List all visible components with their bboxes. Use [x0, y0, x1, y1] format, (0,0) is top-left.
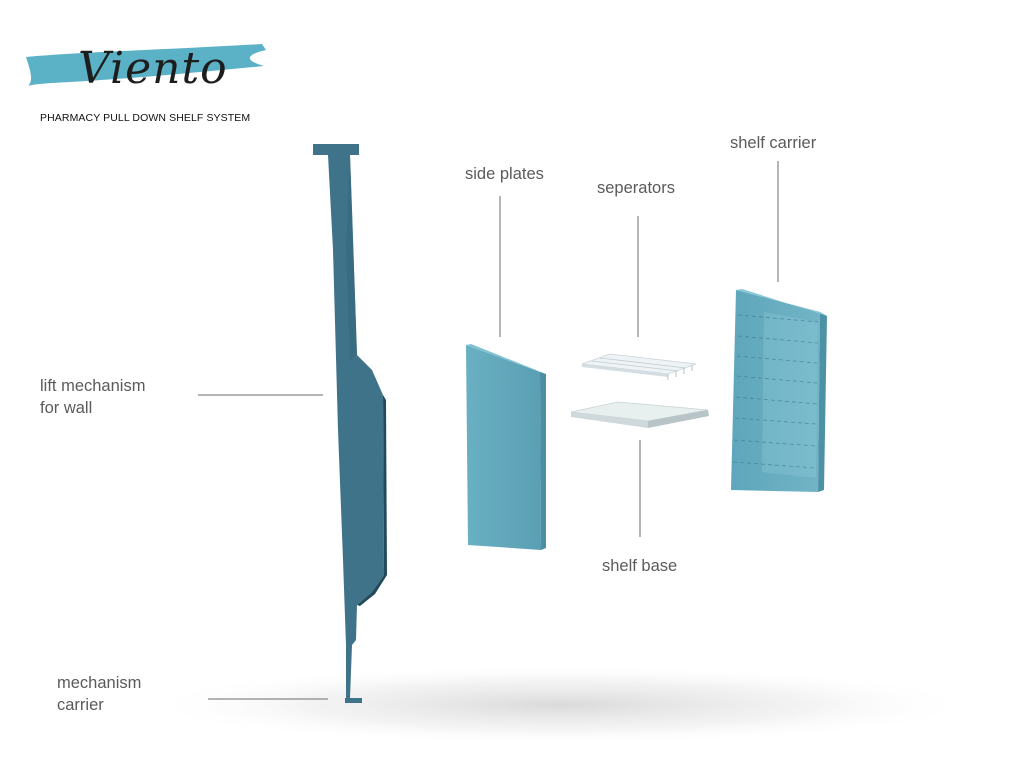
- label-lift-mechanism-line2: for wall: [40, 399, 93, 417]
- label-shelf-carrier: shelf carrier: [730, 134, 817, 152]
- label-side-plates: side plates: [465, 165, 544, 183]
- seperators-part: [581, 353, 697, 380]
- label-shelf-base: shelf base: [602, 557, 678, 575]
- shelf-carrier-part: [731, 289, 827, 492]
- label-mechanism-carrier: mechanism carrier: [57, 672, 141, 716]
- side-plate-part: [466, 344, 546, 550]
- label-lift-mechanism-line1: lift mechanism: [40, 377, 146, 395]
- brand-wordmark: Viento: [78, 43, 228, 94]
- shelf-base-side: [648, 410, 709, 428]
- side-plate-top: [466, 344, 546, 374]
- shelf-carrier-face: [731, 290, 820, 492]
- shelf-base-part: [570, 401, 709, 428]
- floor-shadow: [140, 665, 980, 745]
- mechanism-foot: [345, 698, 362, 703]
- label-lift-mechanism: lift mechanism for wall: [40, 375, 145, 419]
- mechanism-top-bar: [313, 144, 359, 155]
- shelf-carrier-panel: [762, 312, 818, 478]
- label-mechanism-carrier-line1: mechanism: [57, 674, 142, 692]
- shelf-carrier-edge: [818, 312, 827, 492]
- mechanism-shading: [346, 155, 357, 360]
- brush-stroke: [26, 44, 266, 86]
- brand-logo: Viento: [26, 43, 266, 94]
- brand-subtitle: PHARMACY PULL DOWN SHELF SYSTEM: [40, 112, 251, 124]
- leader-lines: [198, 161, 779, 700]
- side-plate-face: [466, 345, 541, 550]
- side-plate-edge: [540, 372, 546, 550]
- shelf-base-front: [571, 412, 648, 428]
- label-seperators: seperators: [597, 179, 675, 197]
- lift-mechanism-part: [313, 144, 387, 703]
- shelf-carrier-top: [736, 289, 827, 316]
- label-mechanism-carrier-line2: carrier: [57, 696, 104, 714]
- shelf-carrier-grooves: [732, 314, 819, 469]
- mechanism-body: [328, 155, 384, 698]
